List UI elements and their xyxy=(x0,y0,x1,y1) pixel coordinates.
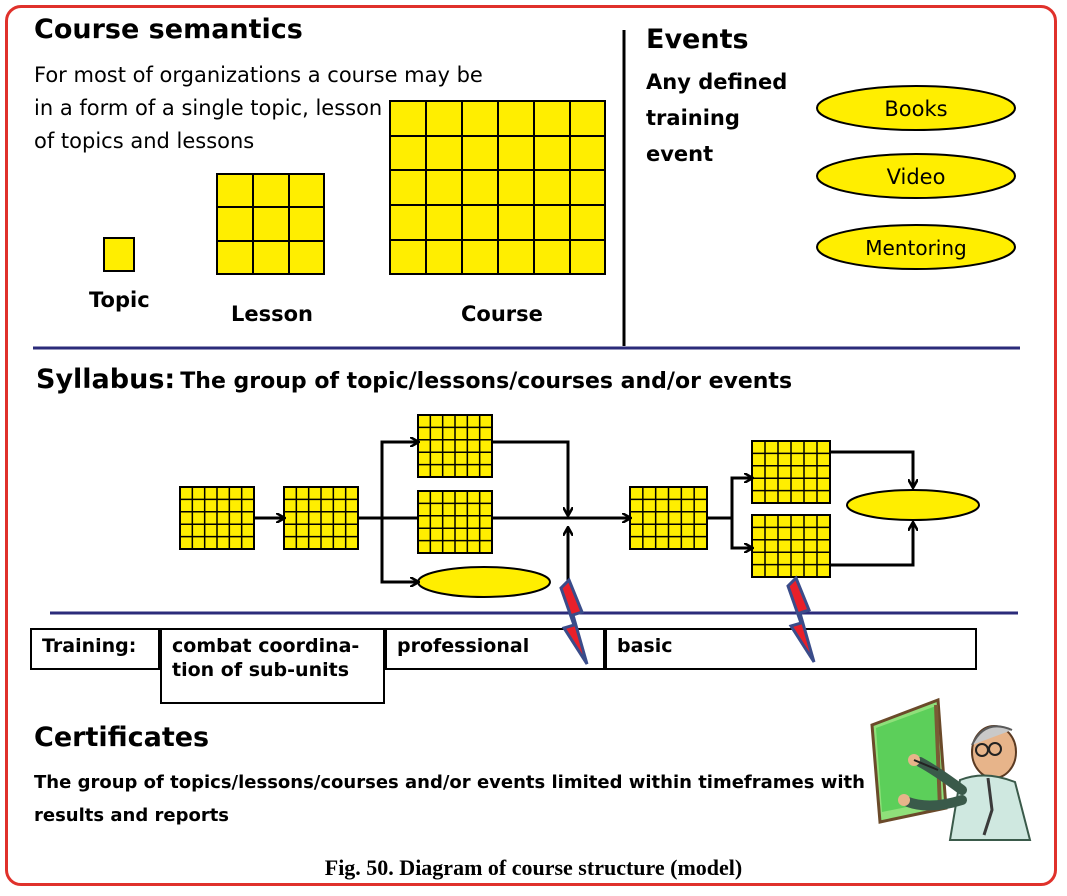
training-stage-basic: basic xyxy=(605,628,977,670)
event-mentoring-ellipse xyxy=(816,224,1016,270)
event-video-ellipse xyxy=(816,153,1016,199)
course-semantics-title: Course semantics xyxy=(34,14,303,45)
lesson-label: Lesson xyxy=(231,302,314,326)
syllabus-header: Syllabus: The group of topic/lessons/cou… xyxy=(36,364,792,395)
lightning-marker-2 xyxy=(786,575,816,663)
syllabus-grid-4 xyxy=(417,490,493,554)
syllabus-subtitle: The group of topic/lessons/courses and/o… xyxy=(180,369,793,394)
syllabus-title: Syllabus: xyxy=(36,364,176,395)
event-books-label: Books xyxy=(884,97,947,121)
training-label: Training: xyxy=(30,628,160,670)
syllabus-grid-7 xyxy=(751,514,831,578)
course-grid xyxy=(389,100,606,275)
event-mentoring-label: Mentoring xyxy=(865,236,966,260)
event-books-ellipse xyxy=(816,85,1016,131)
syllabus-grid-6 xyxy=(751,440,831,504)
certificates-description: The group of topics/lessons/courses and/… xyxy=(34,772,865,826)
syllabus-connectors xyxy=(254,442,913,582)
lesson-grid xyxy=(216,173,325,275)
figure-caption: Fig. 50. Diagram of course structure (mo… xyxy=(324,855,743,880)
topic-label: Topic xyxy=(89,288,150,312)
events-title: Events xyxy=(646,24,749,55)
events-description: Any defined training event xyxy=(646,70,788,166)
syllabus-grids xyxy=(179,414,831,578)
certificates-title: Certificates xyxy=(34,722,210,753)
training-stage-combat: combat coordina- tion of sub-units xyxy=(160,628,385,704)
lightning-marker-1 xyxy=(559,577,589,665)
topic-square xyxy=(103,237,135,272)
syllabus-grid-1 xyxy=(179,486,255,550)
syllabus-event-ellipse-2 xyxy=(846,489,980,521)
course-label: Course xyxy=(461,302,543,326)
figure-frame xyxy=(5,5,1057,886)
syllabus-grid-3 xyxy=(417,414,493,478)
training-stage-professional: professional xyxy=(385,628,605,670)
presenter-illustration xyxy=(870,697,1032,841)
event-video-label: Video xyxy=(887,165,946,189)
syllabus-event-ellipse-1 xyxy=(417,566,551,598)
syllabus-grid-2 xyxy=(283,486,359,550)
syllabus-grid-5 xyxy=(629,486,708,550)
